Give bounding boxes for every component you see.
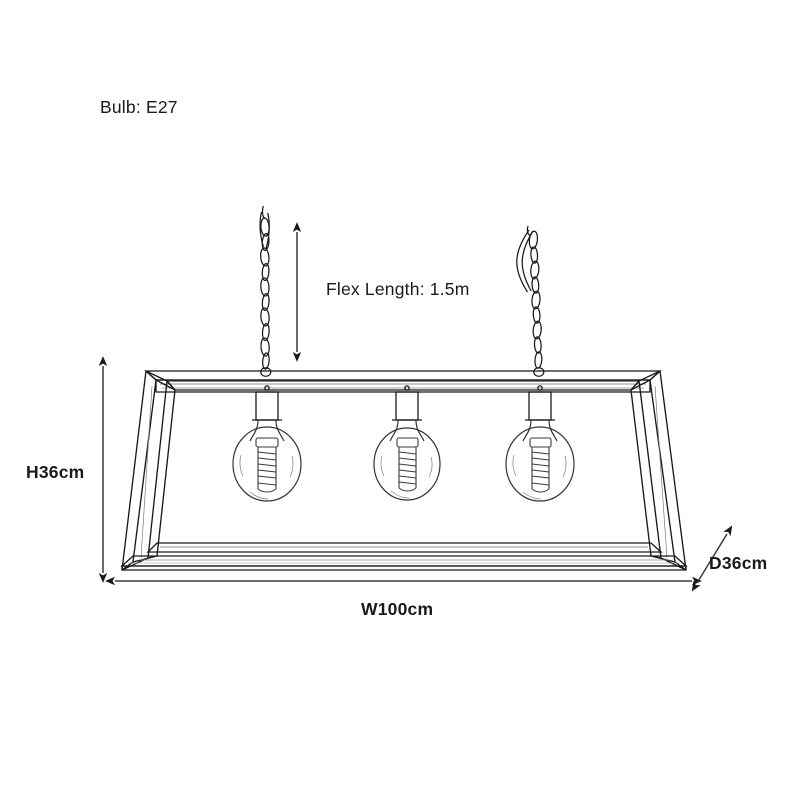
socket-screw-left bbox=[264, 385, 270, 391]
left-chain-links bbox=[260, 217, 270, 370]
width-dimension-label: W100cm bbox=[361, 599, 434, 619]
top-inner-edge bbox=[165, 380, 641, 391]
socket-body-left bbox=[255, 391, 279, 421]
bulb-glass-reflections-middle bbox=[380, 455, 433, 499]
right-chain-flex-cable bbox=[516, 229, 534, 293]
right-chain-links bbox=[528, 230, 543, 369]
bulb-glass-reflections-right bbox=[512, 454, 567, 500]
bulb-filament-middle bbox=[396, 437, 419, 492]
fixture-frame-left-end bbox=[121, 370, 176, 571]
left-end-top-bevel bbox=[145, 370, 176, 391]
bulb-glass-left bbox=[232, 426, 302, 502]
dimension-lines bbox=[98, 222, 733, 592]
bulb-neck-middle bbox=[389, 419, 399, 442]
height-dimension-label: H36cm bbox=[26, 462, 85, 482]
right-outer-post bbox=[659, 370, 687, 571]
left-inner-post-2 bbox=[147, 380, 168, 559]
fixture-frame-right-end bbox=[630, 370, 687, 571]
bulb-neck-right bbox=[522, 419, 532, 442]
right-end-shade bbox=[654, 385, 668, 559]
left-chain-flex-cable bbox=[259, 211, 270, 250]
bottom-inner-edge bbox=[146, 542, 663, 553]
bulb-neck-left bbox=[249, 419, 259, 442]
right-chain-top-link bbox=[526, 225, 531, 237]
bulb-filament-left bbox=[255, 437, 279, 493]
left-chain-assembly bbox=[259, 205, 272, 377]
left-chain-ring bbox=[260, 367, 272, 377]
left-outer-post-2 bbox=[132, 379, 157, 563]
lamp-holder-middle bbox=[392, 385, 422, 421]
top-outer-edge bbox=[144, 370, 662, 381]
lamp-holder-left bbox=[252, 385, 282, 421]
right-chain-ring bbox=[533, 367, 545, 377]
left-outer-post bbox=[121, 370, 147, 571]
bulb-neck-middle-2 bbox=[415, 419, 425, 442]
socket-body-right bbox=[528, 391, 552, 421]
socket-body-middle bbox=[395, 391, 419, 421]
fixture-frame-bottom bbox=[120, 542, 688, 571]
right-end-top-bevel bbox=[630, 370, 661, 391]
bulb-glass-middle bbox=[373, 427, 441, 501]
bottom-front-face bbox=[121, 565, 687, 571]
top-front-rail bbox=[155, 379, 651, 393]
right-inner-post-2 bbox=[638, 380, 662, 559]
bulb-neck-left-2 bbox=[275, 419, 285, 442]
bulb-filament-right bbox=[529, 437, 552, 493]
right-chain-assembly bbox=[516, 225, 545, 377]
left-end-shade bbox=[140, 385, 153, 559]
bulb-right bbox=[505, 419, 575, 502]
fixture-frame-top bbox=[144, 370, 662, 393]
bulb-type-label: Bulb: E27 bbox=[100, 97, 178, 117]
flex-length-label: Flex Length: 1.5m bbox=[326, 279, 470, 299]
bulb-glass-reflections-left bbox=[239, 454, 294, 500]
bulb-glass-right bbox=[505, 426, 575, 502]
bulb-left bbox=[232, 419, 302, 502]
left-chain-top-link bbox=[261, 205, 266, 220]
depth-dimension-label: D36cm bbox=[709, 553, 768, 573]
socket-screw-middle bbox=[404, 385, 410, 391]
depth-dimension-arrow bbox=[691, 525, 733, 592]
bulb-middle bbox=[373, 419, 441, 501]
socket-screw-right bbox=[537, 385, 543, 391]
lamp-holder-right bbox=[525, 385, 555, 421]
bulb-neck-right-2 bbox=[548, 419, 558, 442]
bottom-outer-edge bbox=[120, 555, 688, 567]
right-outer-post-2 bbox=[649, 379, 676, 563]
left-inner-post bbox=[156, 389, 176, 557]
right-inner-post bbox=[630, 389, 652, 557]
